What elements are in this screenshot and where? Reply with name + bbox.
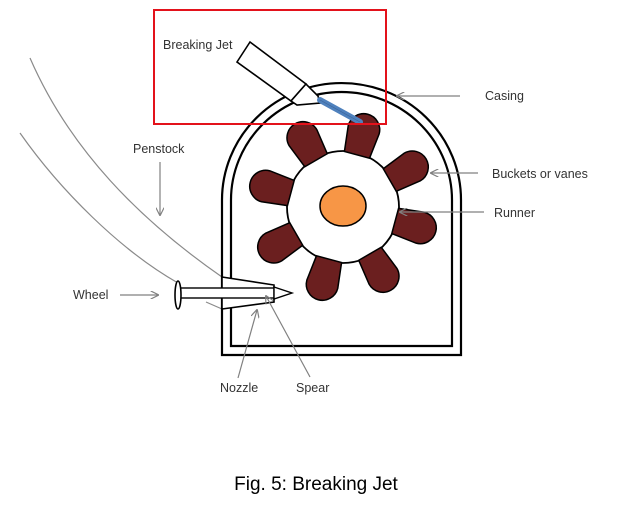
label-runner: Runner bbox=[494, 206, 535, 220]
hand-wheel bbox=[174, 280, 182, 310]
breaking-jet-pipe bbox=[235, 40, 308, 103]
label-spear: Spear bbox=[296, 381, 329, 395]
figure-caption: Fig. 5: Breaking Jet bbox=[234, 474, 398, 495]
label-breaking-jet: Breaking Jet bbox=[163, 38, 233, 52]
bucket bbox=[305, 254, 343, 301]
bucket bbox=[257, 221, 304, 264]
penstock-nozzle-joint bbox=[205, 301, 223, 310]
runner-hub bbox=[319, 185, 367, 227]
penstock-inner-wall bbox=[19, 132, 179, 284]
nozzle-leader bbox=[237, 310, 257, 379]
label-nozzle: Nozzle bbox=[220, 381, 258, 395]
bucket bbox=[382, 150, 429, 193]
bucket bbox=[357, 246, 400, 293]
label-penstock: Penstock bbox=[133, 142, 185, 156]
label-wheel: Wheel bbox=[73, 288, 108, 302]
bucket bbox=[249, 169, 296, 207]
label-casing: Casing bbox=[485, 89, 524, 103]
breaking-jet-nozzle bbox=[289, 82, 322, 106]
penstock-outer-wall bbox=[29, 57, 223, 278]
casing-outer bbox=[220, 81, 463, 357]
spear-tip bbox=[273, 286, 295, 300]
highlight-box bbox=[153, 9, 387, 125]
spear-shaft bbox=[179, 287, 275, 299]
casing-inner bbox=[229, 90, 454, 348]
buckets-group bbox=[249, 113, 437, 301]
bucket bbox=[390, 207, 437, 245]
label-buckets: Buckets or vanes bbox=[492, 167, 588, 181]
spear-leader bbox=[266, 296, 311, 378]
